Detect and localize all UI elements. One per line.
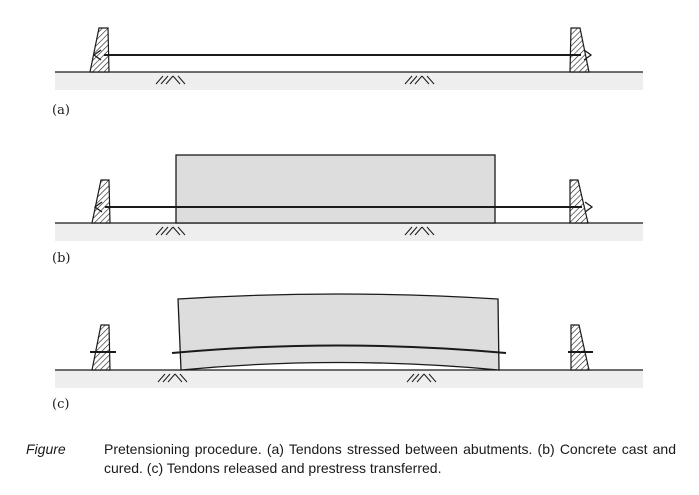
ground-surface: [55, 223, 643, 241]
abutment-left: [89, 27, 110, 73]
panel-b: (b): [52, 154, 643, 266]
abutment-right: [569, 27, 590, 73]
anchor-left: [93, 201, 103, 213]
panel-c: (c): [52, 293, 643, 412]
panel-label-c: (c): [52, 397, 69, 412]
support-marker-right: [404, 75, 435, 85]
ground-surface: [55, 370, 643, 388]
support-marker-right: [404, 226, 435, 236]
abutment-left: [91, 179, 111, 224]
released-tendon: [171, 344, 507, 354]
support-marker-right: [406, 373, 437, 383]
support-marker-left: [157, 373, 188, 383]
support-marker-left: [155, 226, 186, 236]
panel-label-a: (a): [52, 103, 70, 118]
cambered-concrete-member: [177, 293, 500, 371]
ground-surface: [55, 72, 643, 90]
abutment-left: [91, 324, 111, 371]
caption-text: Pretensioning procedure. (a) Tendons str…: [104, 441, 676, 476]
abutment-right: [570, 324, 590, 371]
anchor-right: [583, 49, 593, 61]
panel-label-b: (b): [52, 251, 70, 266]
concrete-member: [175, 154, 496, 224]
pretensioning-diagram: (a) (b) (c): [52, 27, 643, 412]
anchor-right: [584, 201, 594, 213]
anchor-left: [92, 49, 102, 61]
panel-a: (a): [52, 27, 643, 118]
abutment-right: [569, 179, 589, 224]
caption-label: Figure: [26, 441, 66, 457]
support-marker-left: [155, 75, 186, 85]
